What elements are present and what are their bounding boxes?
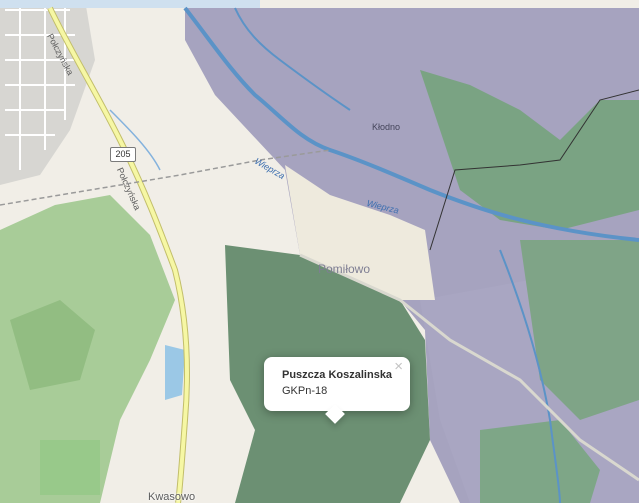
forest-left-patch [10,300,95,390]
place-label-pomilowo: Pomiłowo [318,262,371,276]
popup-subtitle: GKPn-18 [282,385,328,397]
village-pomilowo [285,165,435,300]
orchard [40,440,100,495]
popup-close-button[interactable]: × [394,358,403,375]
road-east [299,253,639,482]
place-label-klodno: Kłodno [372,122,401,132]
stream-west [109,109,161,171]
boundary-line [429,89,639,251]
popup-title: Puszcza Koszalinska [282,369,393,381]
forest-pond [165,345,185,400]
road-shield-205: 205 [110,147,136,162]
forest-south-east [480,420,600,503]
feature-popup: × Puszcza Koszalinska GKPn-18 [264,357,410,424]
road-205-fill [48,7,189,503]
railway [0,149,331,206]
forest-east-1 [420,70,639,230]
river-main [183,6,639,242]
river-branch [234,7,351,111]
top-strip [0,0,260,8]
place-label-kwasowo: Kwasowo [148,491,196,503]
residential-grid [5,0,80,170]
forest-east-2 [520,240,639,420]
